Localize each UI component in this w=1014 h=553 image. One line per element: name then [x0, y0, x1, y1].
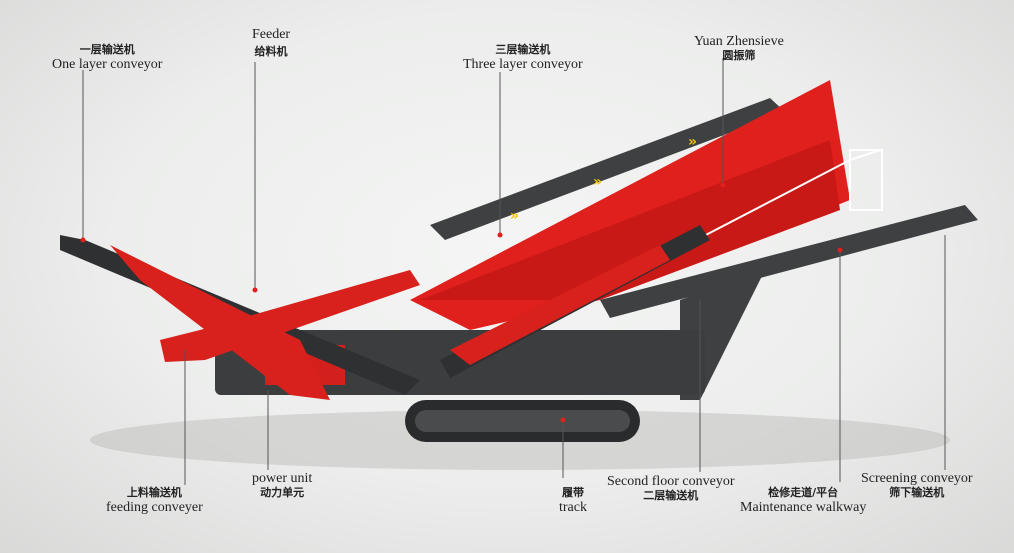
- label-en: power unit: [252, 471, 313, 486]
- label-zh: 三层输送机: [495, 43, 551, 56]
- label-feeder: Feeder 给料机: [252, 27, 290, 59]
- svg-text:»: »: [688, 134, 697, 150]
- feeder: [110, 245, 330, 400]
- screening-conveyor: [600, 205, 978, 318]
- label-second-floor-conveyor: Second floor conveyor 二层输送机: [607, 474, 735, 503]
- label-en: Feeder: [252, 27, 291, 42]
- leader-lines: [82, 58, 946, 485]
- three-layer-conveyor: [430, 98, 785, 240]
- label-screening-conveyor: Screening conveyor 筛下输送机: [861, 471, 973, 500]
- svg-text:»: »: [510, 208, 519, 224]
- label-power-unit: power unit 动力单元: [252, 471, 312, 500]
- label-zh: 检修走道/平台: [768, 486, 839, 499]
- label-en: Screening conveyor: [861, 471, 973, 486]
- label-track: 履带 track: [559, 486, 587, 516]
- label-zh: 筛下输送机: [889, 486, 945, 500]
- label-zh: 给料机: [254, 45, 288, 59]
- label-yuan-zhensieve: Yuan Zhensieve 圆振筛: [694, 34, 784, 63]
- feeding-conveyor: [160, 270, 420, 362]
- label-en: One layer conveyor: [52, 56, 163, 72]
- label-en: feeding conveyer: [106, 499, 203, 515]
- label-three-layer-conveyor: 三层输送机 Three layer conveyor: [463, 43, 583, 73]
- label-en: Yuan Zhensieve: [694, 34, 784, 49]
- label-feeding-conveyer: 上料输送机 feeding conveyer: [106, 486, 203, 516]
- label-maintenance-walkway: 检修走道/平台 Maintenance walkway: [740, 486, 867, 516]
- label-zh: 圆振筛: [722, 49, 756, 63]
- label-zh: 一层输送机: [79, 43, 135, 56]
- label-zh: 动力单元: [260, 486, 305, 500]
- label-zh: 上料输送机: [126, 486, 182, 499]
- label-en: Maintenance walkway: [740, 499, 867, 515]
- label-zh: 二层输送机: [643, 489, 699, 503]
- label-en: track: [559, 499, 587, 515]
- svg-text:»: »: [593, 174, 602, 190]
- label-zh: 履带: [561, 486, 584, 499]
- label-en: Three layer conveyor: [463, 56, 583, 72]
- label-one-layer-conveyor: 一层输送机 One layer conveyor: [52, 43, 163, 73]
- label-en: Second floor conveyor: [607, 474, 735, 489]
